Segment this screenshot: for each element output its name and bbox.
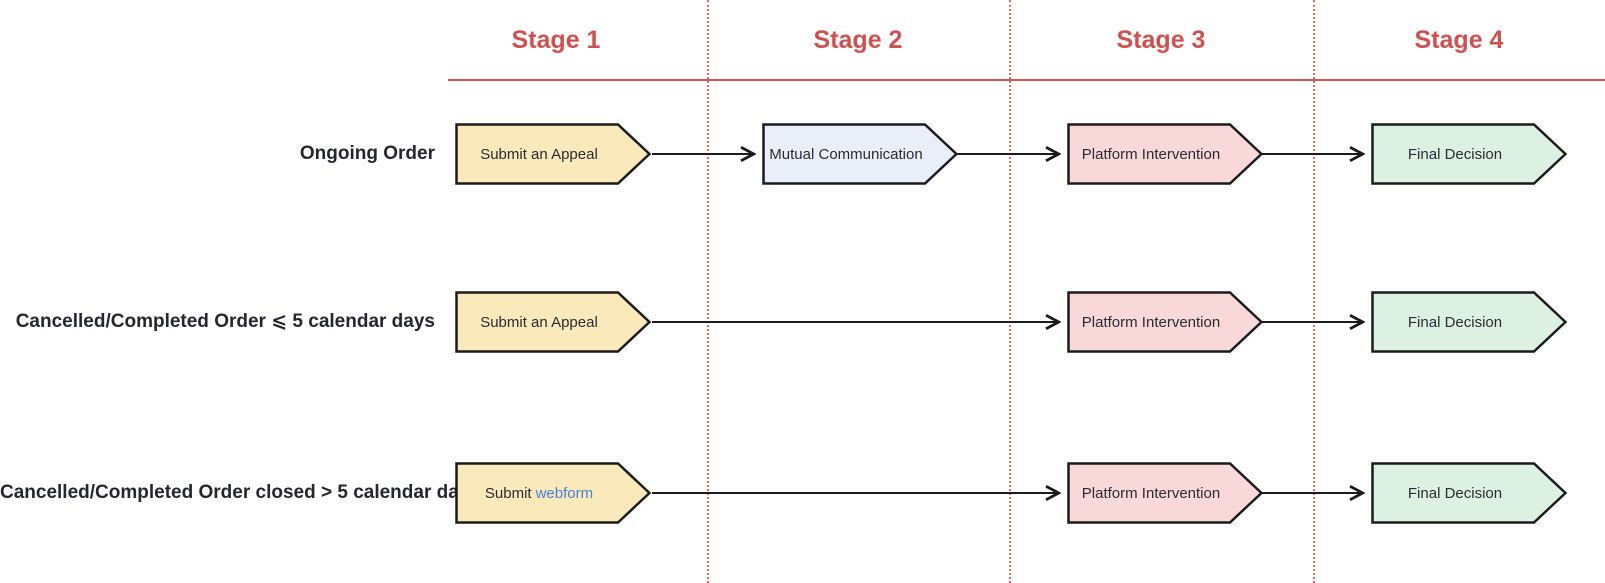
node-within5-submit-appeal: Submit an Appeal: [455, 291, 651, 353]
pentagon-shape: [455, 462, 651, 524]
node-ongoing-submit-appeal: Submit an Appeal: [455, 123, 651, 185]
stage-divider-1: [707, 0, 709, 583]
node-over5-submit-webform: Submit webform: [455, 462, 651, 524]
row-label-cancelled-over-5-days: Cancelled/Completed Order closed > 5 cal…: [0, 482, 480, 503]
pentagon-shape: [455, 291, 651, 353]
node-label: Final Decision: [1407, 313, 1503, 331]
pentagon-shape: [762, 123, 958, 185]
node-label: Platform Intervention: [1081, 145, 1221, 163]
pentagon-shape: [1371, 462, 1567, 524]
stage-divider-3: [1313, 0, 1315, 583]
pentagon-shape: [1371, 291, 1567, 353]
row-label-ongoing-order: Ongoing Order: [299, 143, 435, 164]
node-within5-final-decision: Final Decision: [1371, 291, 1567, 353]
stage-2-header: Stage 2: [813, 26, 903, 54]
node-within5-platform-intervention: Platform Intervention: [1067, 291, 1263, 353]
stage-3-header: Stage 3: [1116, 26, 1206, 54]
node-label: Platform Intervention: [1081, 313, 1221, 331]
pentagon-shape: [1371, 123, 1567, 185]
node-label: Platform Intervention: [1081, 484, 1221, 502]
node-over5-platform-intervention: Platform Intervention: [1067, 462, 1263, 524]
pentagon-shape: [1067, 462, 1263, 524]
stage-divider-2: [1009, 0, 1011, 583]
header-rule: [448, 79, 1605, 81]
node-label: Final Decision: [1407, 484, 1503, 502]
stage-1-header: Stage 1: [511, 26, 601, 54]
node-label: Final Decision: [1407, 145, 1503, 163]
webform-link[interactable]: webform: [535, 484, 594, 502]
node-label: Submit an Appeal: [480, 313, 598, 331]
node-ongoing-platform-intervention: Platform Intervention: [1067, 123, 1263, 185]
submit-text: Submit: [484, 484, 532, 502]
pentagon-shape: [1067, 291, 1263, 353]
node-label: Mutual Communication: [769, 145, 923, 163]
pentagon-shape: [455, 123, 651, 185]
node-label: Submit webform: [455, 462, 651, 524]
row-label-cancelled-within-5-days: Cancelled/Completed Order ⩽ 5 calendar d…: [15, 311, 435, 332]
pentagon-shape: [1067, 123, 1263, 185]
stage-4-header: Stage 4: [1414, 26, 1504, 54]
node-ongoing-mutual-communication: Mutual Communication: [762, 123, 958, 185]
node-label: Submit an Appeal: [480, 145, 598, 163]
node-ongoing-final-decision: Final Decision: [1371, 123, 1567, 185]
node-over5-final-decision: Final Decision: [1371, 462, 1567, 524]
